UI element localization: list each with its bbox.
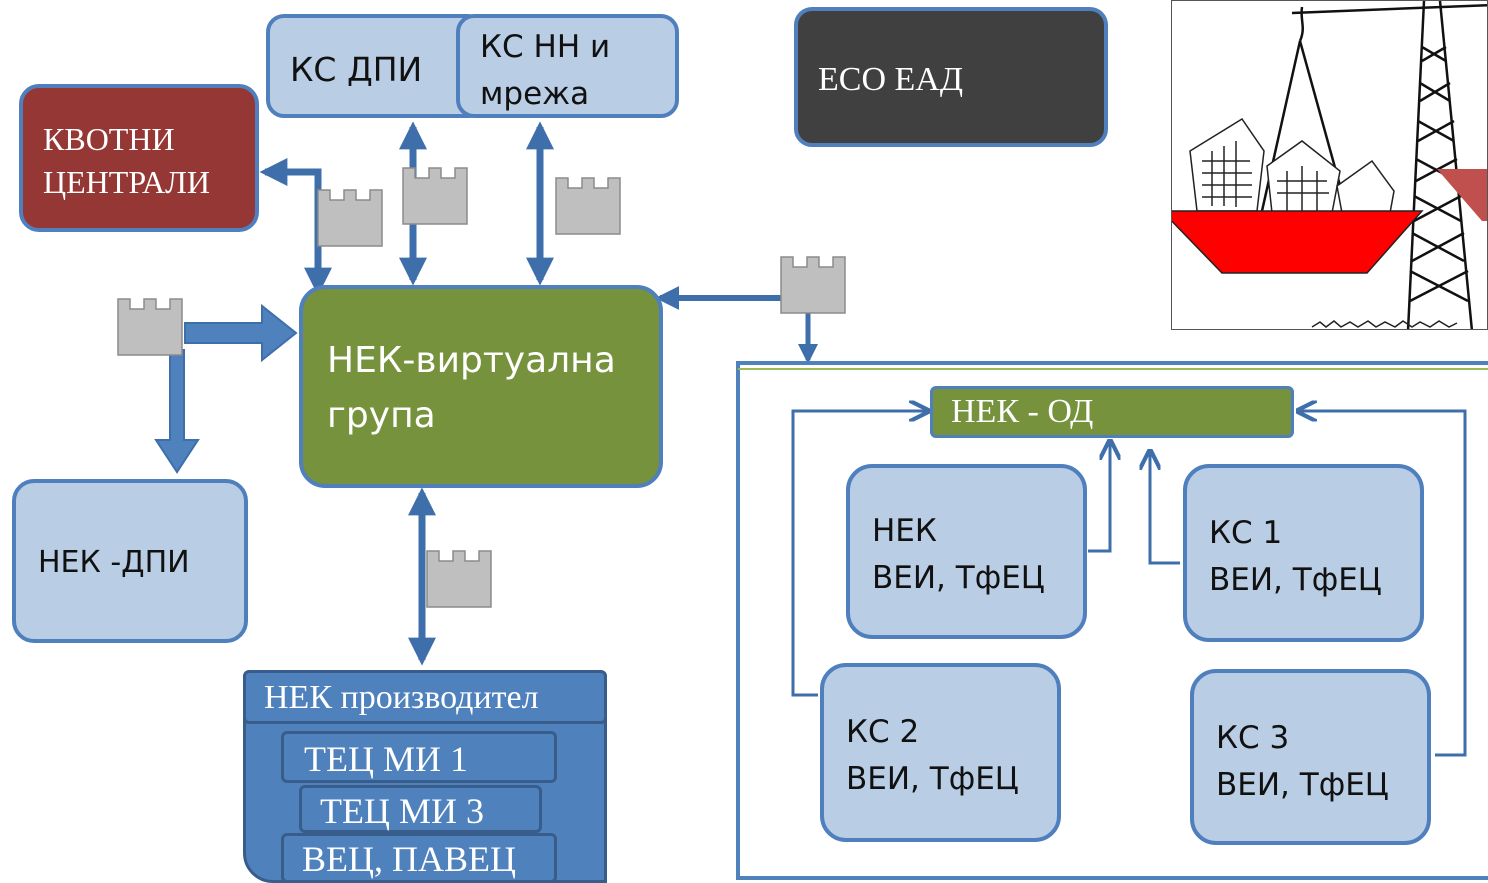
ks2-label: КС 2 ВЕИ, ТфЕЦ [846,714,1019,797]
eso-box[interactable]: ЕСО ЕАД [794,7,1108,147]
castle-icon [555,177,621,235]
ks-nn-box[interactable]: КС НН и мрежа [456,14,679,118]
nek-od-label: НЕК - ОД [951,393,1094,430]
nek-od-box[interactable]: НЕК - ОД [930,386,1294,438]
tec-mi1-box[interactable]: ТЕЦ МИ 1 [281,731,557,783]
ks1-label: КС 1 ВЕИ, ТфЕЦ [1209,515,1382,598]
nek-virtual-box[interactable]: НЕК-виртуална група [299,285,663,488]
ks1-box[interactable]: КС 1 ВЕИ, ТфЕЦ [1183,464,1424,642]
nek-vei-box[interactable]: НЕК ВЕИ, ТфЕЦ [846,464,1087,639]
vec-pavec-label: ВЕЦ, ПАВЕЦ [302,839,516,879]
vec-pavec-box[interactable]: ВЕЦ, ПАВЕЦ [281,833,557,883]
nek-producer-label: НЕК производител [264,679,539,716]
castle-icon [117,298,183,356]
od-frame [736,361,1488,880]
arrow-castle-nekdpi [154,349,200,474]
nek-producer-header[interactable]: НЕК производител [243,670,607,724]
nek-dpi-label: НЕК -ДПИ [38,545,190,580]
tec-mi3-box[interactable]: ТЕЦ МИ 3 [299,785,542,833]
tec-mi3-label: ТЕЦ МИ 3 [320,791,484,831]
castle-icon [402,167,468,225]
tec-mi1-label: ТЕЦ МИ 1 [304,739,468,779]
nek-virtual-label: НЕК-виртуална група [327,340,616,436]
nek-vei-label: НЕК ВЕИ, ТфЕЦ [872,513,1045,596]
scale-illustration [1171,0,1488,330]
loop-ks2-od [791,411,926,697]
arrow-castle-virtual [184,303,298,363]
ks-dpi-box[interactable]: КС ДПИ [266,14,486,118]
ks-dpi-label: КС ДПИ [290,50,423,89]
scale-drawing [1172,1,1487,329]
loop-ks1-od [1150,453,1180,565]
loop-nek-od [1088,443,1110,553]
ks2-box[interactable]: КС 2 ВЕИ, ТфЕЦ [820,663,1061,842]
arrow-kvotni-virtual [259,158,332,296]
castle-icon [780,256,846,314]
ks3-label: КС 3 ВЕИ, ТфЕЦ [1216,720,1389,803]
kvotni-box[interactable]: КВОТНИ ЦЕНТРАЛИ [19,84,259,232]
loop-ks3-od [1300,411,1467,757]
nek-dpi-box[interactable]: НЕК -ДПИ [12,479,248,643]
castle-icon [317,189,383,247]
kvotni-label: КВОТНИ ЦЕНТРАЛИ [43,121,210,200]
ks3-box[interactable]: КС 3 ВЕИ, ТфЕЦ [1190,669,1431,845]
eso-label: ЕСО ЕАД [818,61,964,98]
castle-icon [426,550,492,608]
ks-nn-label: КС НН и мрежа [480,29,611,112]
